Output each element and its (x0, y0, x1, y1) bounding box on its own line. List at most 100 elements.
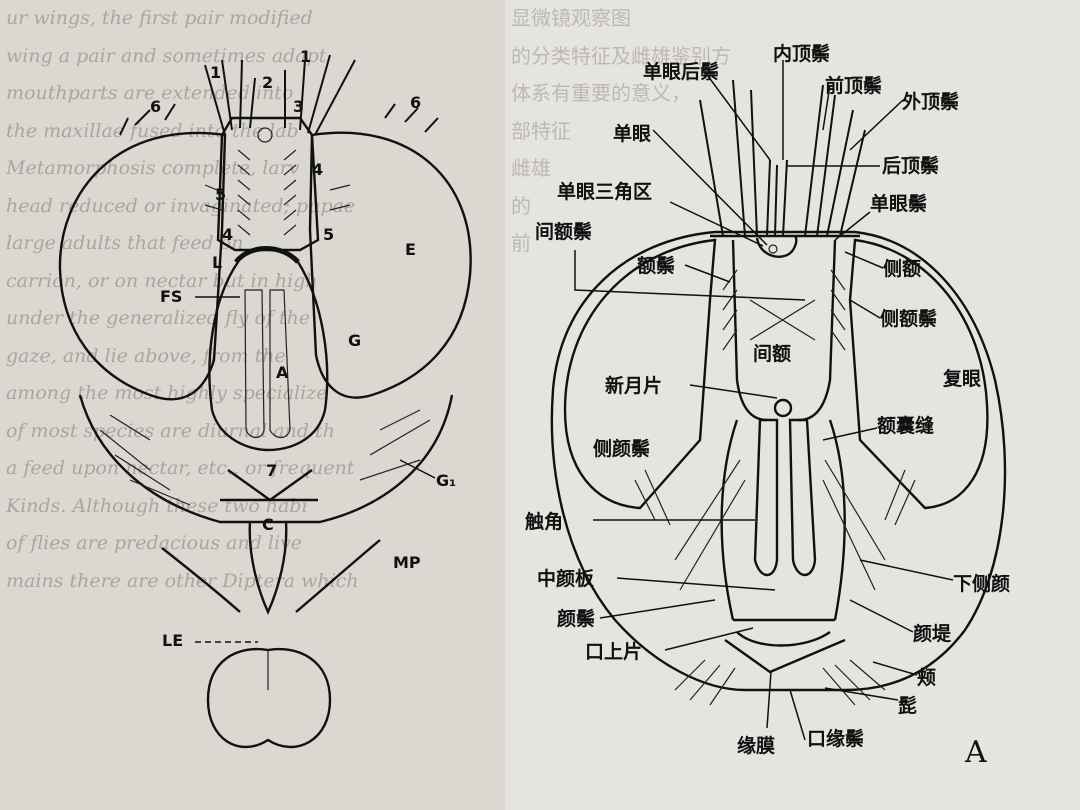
leader-yan-zong (599, 599, 716, 619)
bg-line: Metamorphosis complete, larv (6, 157, 300, 179)
bg-line: among the most highly specialize (6, 382, 328, 404)
label-jian-e-zong: 间额鬃 (535, 220, 592, 243)
label-kou-yuan-zong: 口缘鬃 (807, 727, 864, 750)
label-fu-yan: 复眼 (942, 367, 981, 390)
bg-line: mains there are other Diptera which (6, 569, 359, 592)
lunule (773, 398, 793, 418)
right-diagram-panel: 显微镜观察图 的分类特征及雌雄鉴别方 体系有重要的意义， 部特征 雌雄 的 (505, 0, 1080, 810)
bg-line: a feed upon nectar, etc., or frequent (6, 457, 355, 479)
bg-line: carrion, or on nectar but in high (6, 269, 318, 292)
leader-kou-yuan-zong (789, 689, 806, 741)
label-yuan-mo: 缘膜 (737, 734, 775, 757)
label-kou-shang-pian: 口上片 (585, 640, 642, 663)
label-FS: FS (160, 287, 182, 306)
leader-dan-yan-zong (834, 211, 871, 241)
label-G: G (348, 331, 361, 350)
leader-xin-yue-pian (689, 384, 778, 399)
label-6-left: 6 (150, 97, 161, 116)
leader-dan-yan (652, 129, 768, 246)
leader-kou-shang-pian (664, 627, 754, 651)
label-ce-e: 侧额 (883, 257, 921, 280)
figure-letter-A: A (964, 735, 987, 770)
left-compound-eye (563, 238, 717, 510)
proboscis (248, 521, 288, 615)
head-outline-lower (78, 394, 454, 524)
label-e-nang-feng: 额囊缝 (877, 414, 934, 437)
maxillary-palp-right (295, 539, 381, 613)
bg-line: 部特征 (511, 118, 571, 143)
bg-line: head reduced or invaginated; pupae (6, 194, 356, 217)
leader-zhong-yan-ban (616, 577, 776, 591)
label-yan-zong: 颜鬃 (557, 607, 595, 630)
leader-yan-ti (849, 599, 914, 633)
bg-line: 体系有重要的意义， (511, 81, 691, 105)
leader-ce-e (844, 251, 884, 269)
label-E: E (405, 240, 416, 259)
antenna-left (753, 418, 779, 577)
bg-line: of flies are predacious and live (6, 532, 303, 554)
fly-head-line-drawing-right: 内顶鬃 单眼后鬃 前顶鬃 外顶鬃 单眼 后顶鬃 单眼三角区 单眼鬃 间额鬃 额鬃… (525, 42, 1010, 770)
bg-line: 的分类特征及雌雄鉴别方 (511, 43, 731, 68)
right-compound-eye (848, 238, 989, 510)
clypeus (220, 469, 318, 502)
label-4-right: 4 (312, 160, 323, 179)
leader-jia (872, 661, 918, 676)
left-compound-eye (58, 131, 227, 401)
head-outline (550, 230, 1007, 692)
leader-xia-ce-yan (859, 559, 954, 581)
label-4-left: 4 (222, 225, 233, 244)
vertex-bristles (699, 79, 866, 237)
maxillary-palp-left (161, 547, 241, 613)
leader-dan-yan-san-jiao-qu (669, 201, 764, 247)
right-compound-eye (308, 131, 472, 399)
background-text-right: 显微镜观察图 的分类特征及雌雄鉴别方 体系有重要的意义， 部特征 雌雄 的 (505, 0, 1080, 263)
leader-e-zong (684, 264, 731, 283)
bg-line: 显微镜观察图 (511, 6, 631, 30)
facial-ridge-left (720, 419, 739, 621)
label-A: A (276, 363, 289, 382)
label-qi: 髭 (898, 695, 917, 717)
ptilinal-arc (234, 246, 300, 264)
label-dan-yan: 单眼 (613, 122, 651, 145)
labellum (206, 647, 332, 749)
leader-yuan-mo (766, 671, 772, 729)
label-5-right: 5 (323, 225, 334, 244)
ocellar-triangle (755, 235, 798, 258)
left-diagram-panel: ur wings, the first pair modified wing a… (0, 0, 505, 810)
leader-e-nang-feng (822, 427, 878, 441)
label-5-left: 5 (215, 185, 226, 204)
bg-line: under the generalized fly of the (6, 307, 311, 329)
frons-right-edge (798, 239, 837, 422)
label-yan-ti: 颜堤 (913, 622, 952, 645)
label-dan-yan-hou-zong: 单眼后鬃 (643, 60, 719, 83)
label-xia-ce-yan: 下侧颜 (953, 572, 1010, 595)
facial-bristles (634, 269, 916, 706)
label-jian-e: 间额 (753, 342, 791, 365)
frons-outline (216, 116, 320, 252)
bg-line: of most species are diurnal and th (6, 419, 335, 442)
label-LE: LE (162, 631, 183, 650)
label-1-top: 1 (300, 47, 311, 66)
antenna-right (269, 289, 291, 439)
facial-ridge-right (828, 419, 846, 621)
mouth-margin (724, 638, 846, 674)
interfrons-x (749, 299, 816, 341)
leader-qi (824, 687, 899, 701)
leader-ce-e-zong (849, 299, 881, 319)
label-ce-yan-zong: 侧颜鬃 (593, 437, 650, 460)
leader-wai-ding-zong (849, 99, 904, 151)
label-dan-yan-zong: 单眼鬃 (870, 192, 927, 215)
antenna-left (244, 289, 265, 439)
bg-line: 的 (511, 193, 531, 218)
frons-left-edge (731, 239, 768, 422)
g1-leader (399, 459, 436, 479)
label-C: C (262, 515, 274, 534)
frontal-bristle-rows (99, 149, 431, 506)
label-1-left: 1 (210, 63, 221, 82)
ocellus (768, 244, 778, 254)
label-xin-yue-pian: 新月片 (605, 374, 662, 397)
label-wai-ding-zong: 外顶鬃 (902, 90, 959, 113)
background-text-left: ur wings, the first pair modified wing a… (0, 0, 505, 600)
label-e-zong: 额鬃 (637, 254, 675, 277)
label-MP: MP (393, 553, 421, 572)
